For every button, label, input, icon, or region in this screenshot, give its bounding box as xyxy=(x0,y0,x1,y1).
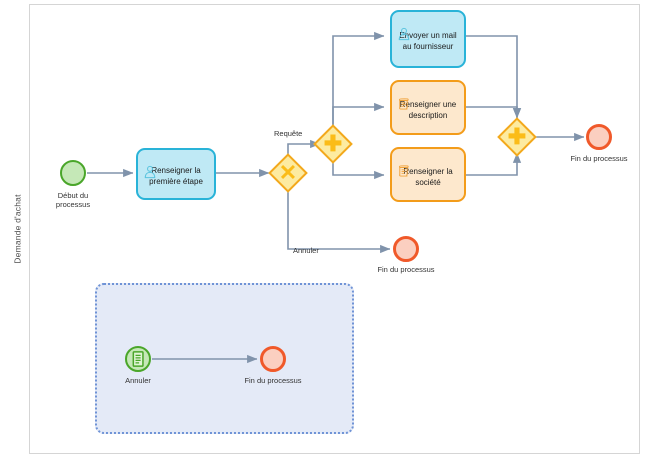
end-event-main[interactable] xyxy=(586,124,612,150)
flow-description-to-join xyxy=(466,106,522,119)
flow-split-to-societe xyxy=(332,160,385,180)
start-event-annuler[interactable] xyxy=(125,346,151,372)
task-renseigner-description[interactable]: Renseigner une description xyxy=(390,80,466,135)
gateway-exclusive[interactable]: ✕ xyxy=(268,153,308,193)
user-icon xyxy=(143,154,157,178)
gateway-parallel-split[interactable]: ✚ xyxy=(313,124,353,164)
gateway-exclusive-glyph: ✕ xyxy=(278,160,298,185)
pool-header[interactable] xyxy=(6,4,30,454)
flow-societe-to-join xyxy=(466,152,522,176)
end-event-annuler[interactable] xyxy=(393,236,419,262)
script-icon xyxy=(397,153,411,177)
end-event-sub[interactable] xyxy=(260,346,286,372)
gateway-parallel-join[interactable]: ✚ xyxy=(497,117,537,157)
task-renseigner-description-label: Renseigner une description xyxy=(399,99,457,120)
flow-split-to-mail xyxy=(332,31,385,128)
task-renseigner-societe-label: Renseigner la société xyxy=(403,166,453,187)
user-icon xyxy=(397,16,411,40)
start-event-debut[interactable] xyxy=(60,160,86,186)
task-renseigner-premiere-etape[interactable]: Renseigner la première étape xyxy=(136,148,216,200)
flow-mail-to-join xyxy=(466,35,522,119)
gateway-parallel-split-glyph: ✚ xyxy=(323,131,343,156)
task-renseigner-societe[interactable]: Renseigner la société xyxy=(390,147,466,202)
gateway-parallel-join-glyph: ✚ xyxy=(507,124,527,149)
task-envoyer-mail-fournisseur[interactable]: Envoyer un mail au fournisseur xyxy=(390,10,466,68)
task-renseigner-premiere-etape-label: Renseigner la première étape xyxy=(149,166,203,186)
script-icon xyxy=(397,86,411,110)
flow-xor-to-end-annuler xyxy=(287,190,391,254)
task-envoyer-mail-fournisseur-label: Envoyer un mail au fournisseur xyxy=(399,31,457,51)
